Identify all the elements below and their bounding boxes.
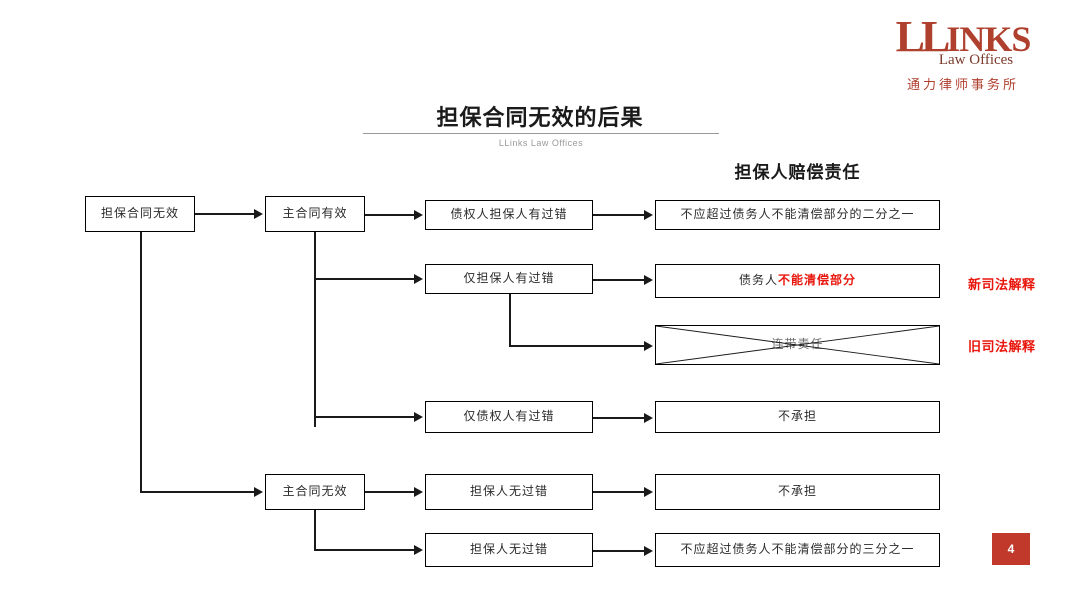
result-half-of-unpaid[interactable]: 不应超过债务人不能清偿部分的二分之一 [655,200,940,230]
arrow-fault-guarantor-to-result [644,275,653,285]
connector-fault-guarantor-down [509,294,511,346]
connector-valid-to-fault-guarantor [314,278,415,280]
annotation-new-interpretation: 新司法解释 [968,278,1036,293]
node-fault-creditor-only[interactable]: 仅债权人有过错 [425,401,593,433]
arrow-valid-to-fault-both [414,210,423,220]
result-third-of-unpaid[interactable]: 不应超过债务人不能清偿部分的三分之一 [655,533,940,567]
result-unpaid-portion[interactable]: 债务人不能清偿部分 [655,264,940,298]
arrow-valid-to-fault-creditor [414,412,423,422]
node-main-contract-invalid[interactable]: 主合同无效 [265,474,365,510]
logo-ll: LL [895,12,951,61]
arrow-fault-both-to-result [644,210,653,220]
connector-root-to-main-valid [195,213,255,215]
result-joint-liability-label: 连带责任 [771,337,824,352]
connector-fault-guarantor-to-struck [509,345,645,347]
connector-fault-creditor-to-result [593,417,645,419]
connector-valid-trunk [314,232,316,427]
logo-wordmark: LLINKS [893,15,1033,59]
arrow-no-fault-2-to-result [644,546,653,556]
node-root[interactable]: 担保合同无效 [85,196,195,232]
liability-column-heading: 担保人赔偿责任 [734,163,861,183]
node-guarantor-no-fault-1[interactable]: 担保人无过错 [425,474,593,510]
result-unpaid-prefix: 债务人 [738,273,778,288]
result-unpaid-highlight: 不能清偿部分 [778,273,857,288]
arrow-root-to-main-valid [254,209,263,219]
node-main-contract-valid[interactable]: 主合同有效 [265,196,365,232]
result-no-liability-1[interactable]: 不承担 [655,401,940,433]
arrow-fault-guarantor-to-struck [644,341,653,351]
node-fault-both[interactable]: 债权人担保人有过错 [425,200,593,230]
connector-invalid-to-no-fault-2 [314,549,415,551]
arrow-no-fault-1-to-result [644,487,653,497]
page-title: 担保合同无效的后果 [436,106,644,131]
connector-fault-guarantor-to-result [593,279,645,281]
connector-invalid-to-no-fault-1 [365,491,415,493]
connector-valid-to-fault-both [365,214,415,216]
connector-no-fault-2-to-result [593,550,645,552]
connector-no-fault-1-to-result [593,491,645,493]
connector-valid-to-fault-creditor [314,416,415,418]
connector-fault-both-to-result [593,214,645,216]
logo-chinese-name: 通力律师事务所 [906,78,1019,93]
arrow-valid-to-fault-guarantor [414,274,423,284]
arrow-invalid-to-no-fault-1 [414,487,423,497]
arrow-invalid-to-no-fault-2 [414,545,423,555]
connector-root-to-main-invalid [140,491,255,493]
result-joint-liability-struck[interactable]: 连带责任 [655,325,940,365]
title-subtitle: LLinks Law Offices [498,138,584,148]
title-divider [363,133,719,134]
page-number-badge: 4 [992,533,1030,565]
logo-inks: INKS [946,19,1031,59]
node-fault-guarantor-only[interactable]: 仅担保人有过错 [425,264,593,294]
annotation-old-interpretation: 旧司法解释 [968,340,1036,355]
strikethrough-cross-icon [656,326,939,364]
node-guarantor-no-fault-2[interactable]: 担保人无过错 [425,533,593,567]
llinks-logo: LLINKS Law Offices 通力律师事务所 [893,15,1033,94]
logo-tagline: Law Offices [938,52,1014,68]
arrow-fault-creditor-to-result [644,413,653,423]
arrow-root-to-main-invalid [254,487,263,497]
result-no-liability-2[interactable]: 不承担 [655,474,940,510]
connector-root-down [140,232,142,492]
connector-invalid-trunk [314,510,316,550]
